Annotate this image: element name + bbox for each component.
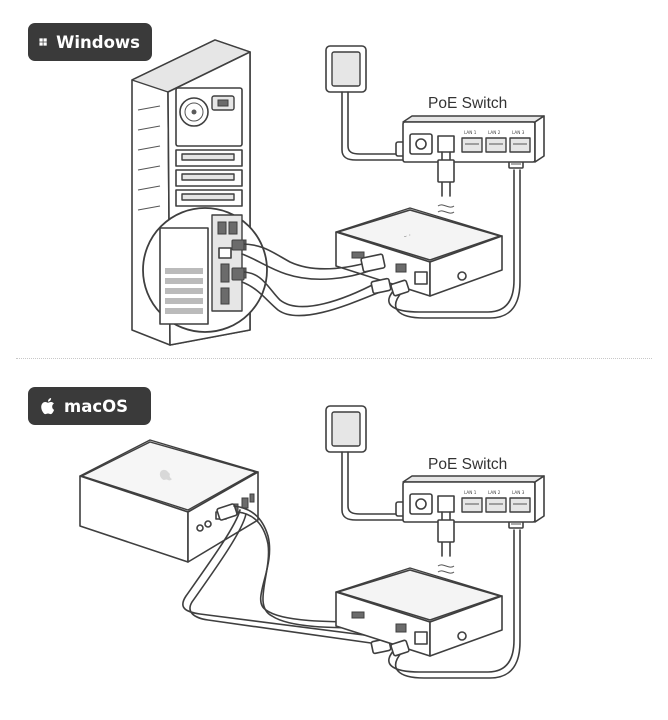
svg-text:~ ◦: ~ ◦ [403,232,411,239]
usb-dock [335,567,503,657]
poe-switch-label-windows: PoE Switch [428,95,508,112]
switch-port-label: LAN 2 [488,130,501,135]
poe-switch-device: LAN 1 LAN 2 LAN 3 [402,115,545,214]
switch-port-label: LAN 2 [488,490,501,495]
windows-badge-label: Windows [56,32,140,52]
mac-desktop [79,439,259,563]
io-port-magnifier [142,207,268,333]
usb-cables [231,239,392,317]
apple-logo-icon [41,398,55,415]
macos-badge-label: macOS [64,396,129,416]
macos-connection-diagram: LAN 1 LAN 2 LAN 3 [79,405,545,679]
windows-connection-diagram: ~ ◦ [131,39,545,346]
usb-dock: ~ ◦ [335,207,503,297]
power-adapter [325,45,417,161]
switch-port-label: LAN 1 [464,130,477,135]
section-divider [16,358,652,359]
macos-badge: macOS [28,387,151,425]
switch-port-label: LAN 3 [512,130,525,135]
poe-switch-device: LAN 1 LAN 2 LAN 3 [402,475,545,574]
switch-port-label: LAN 1 [464,490,477,495]
poe-switch-label-macos: PoE Switch [428,456,508,473]
switch-port-label: LAN 3 [512,490,525,495]
windows-badge: Windows [28,23,152,61]
windows-logo-icon [39,38,47,46]
